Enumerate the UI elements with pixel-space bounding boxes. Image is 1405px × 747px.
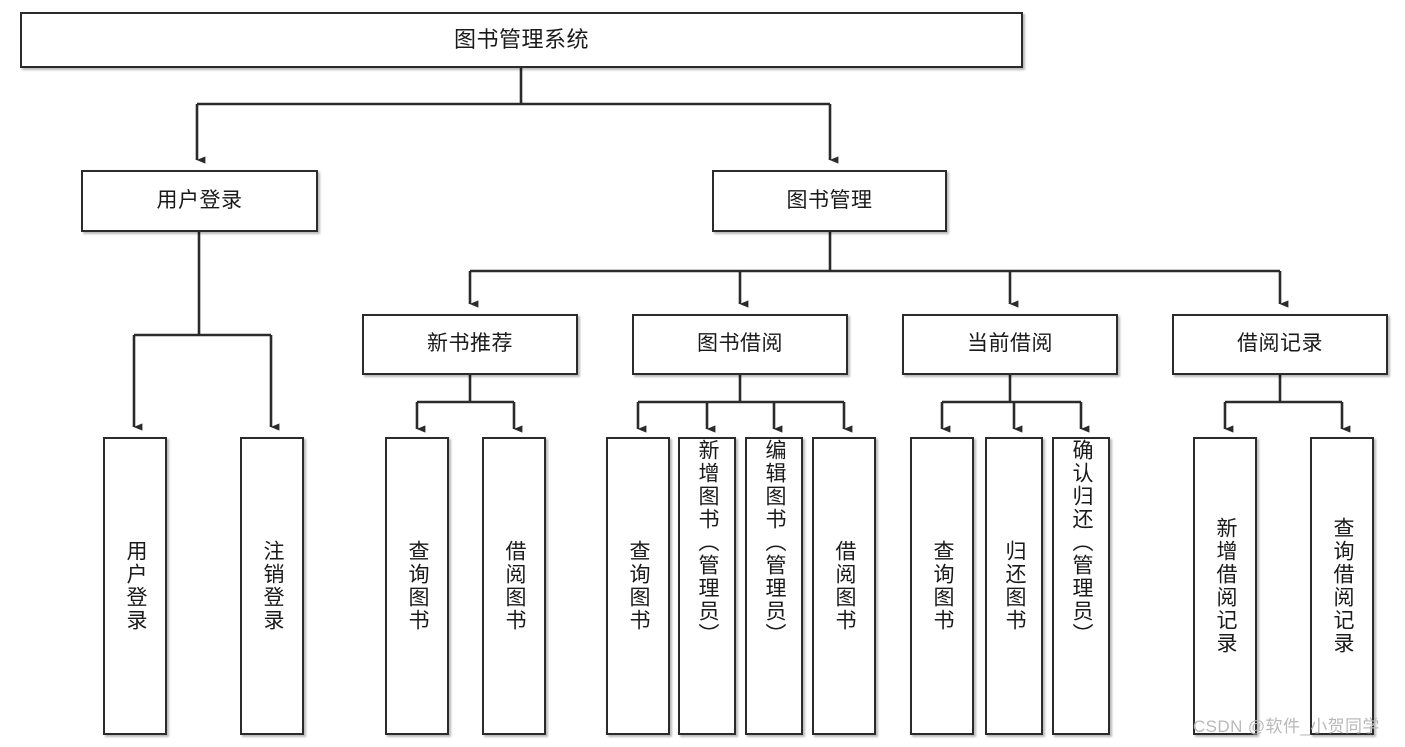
node-current-borrow-label: 当前借阅 — [967, 332, 1053, 356]
node-book-manage[interactable]: 图书管理 — [712, 170, 947, 232]
node-leaf-confirm-return-admin[interactable]: 确认归还（管理员） — [1052, 437, 1110, 735]
node-leaf-query-borrow-record[interactable]: 查询借阅记录 — [1310, 437, 1374, 735]
node-current-borrow[interactable]: 当前借阅 — [902, 314, 1118, 375]
node-leaf-borrow-book-1-label: 借阅图书 — [502, 540, 526, 632]
edge-group-new-book-rec — [415, 375, 523, 433]
node-leaf-add-book-admin[interactable]: 新增图书（管理员） — [678, 437, 736, 735]
node-leaf-query-book-1[interactable]: 查询图书 — [385, 437, 449, 735]
node-leaf-query-book-1-label: 查询图书 — [405, 540, 429, 632]
node-book-borrow-label: 图书借阅 — [697, 332, 783, 356]
node-leaf-add-borrow-record-label: 新增借阅记录 — [1213, 517, 1237, 655]
node-leaf-edit-book-admin[interactable]: 编辑图书（管理员） — [745, 437, 803, 735]
node-leaf-logout-label: 注销登录 — [260, 540, 284, 632]
node-leaf-add-borrow-record[interactable]: 新增借阅记录 — [1193, 437, 1257, 735]
node-new-book-rec[interactable]: 新书推荐 — [362, 314, 578, 375]
node-leaf-query-book-2[interactable]: 查询图书 — [606, 437, 670, 735]
node-leaf-user-login-label: 用户登录 — [123, 540, 147, 632]
node-leaf-query-book-2-label: 查询图书 — [626, 540, 650, 632]
node-leaf-borrow-book-2[interactable]: 借阅图书 — [812, 437, 876, 735]
node-user-login[interactable]: 用户登录 — [81, 170, 318, 232]
node-leaf-borrow-book-1[interactable]: 借阅图书 — [482, 437, 546, 735]
edge-group-book-borrow — [636, 375, 853, 433]
node-leaf-confirm-return-admin-label: 确认归还（管理员） — [1069, 439, 1093, 646]
node-leaf-logout[interactable]: 注销登录 — [240, 437, 304, 735]
node-book-borrow[interactable]: 图书借阅 — [632, 314, 848, 375]
node-leaf-borrow-book-2-label: 借阅图书 — [832, 540, 856, 632]
edge-group-root — [195, 68, 839, 164]
csdn-watermark: CSDN @软件_小贺同学 — [1193, 717, 1380, 736]
node-leaf-query-book-3[interactable]: 查询图书 — [910, 437, 974, 735]
node-leaf-return-book[interactable]: 归还图书 — [985, 437, 1043, 735]
node-root[interactable]: 图书管理系统 — [20, 12, 1023, 68]
node-user-login-label: 用户登录 — [156, 188, 243, 212]
node-leaf-edit-book-admin-label: 编辑图书（管理员） — [762, 439, 786, 646]
node-borrow-record[interactable]: 借阅记录 — [1172, 314, 1388, 375]
node-leaf-return-book-label: 归还图书 — [1002, 540, 1026, 632]
node-leaf-query-book-3-label: 查询图书 — [930, 540, 954, 632]
edge-group-book-manage — [468, 232, 1289, 308]
node-book-manage-label: 图书管理 — [786, 188, 873, 212]
edge-group-user-login — [132, 232, 280, 431]
node-leaf-query-borrow-record-label: 查询借阅记录 — [1330, 517, 1354, 655]
node-new-book-rec-label: 新书推荐 — [427, 332, 513, 356]
node-borrow-record-label: 借阅记录 — [1237, 332, 1323, 356]
edge-group-borrow-record — [1223, 375, 1351, 433]
node-leaf-add-book-admin-label: 新增图书（管理员） — [695, 439, 719, 646]
edge-group-current-borrow — [940, 375, 1090, 433]
node-root-label: 图书管理系统 — [453, 27, 589, 53]
node-leaf-user-login[interactable]: 用户登录 — [103, 437, 167, 735]
